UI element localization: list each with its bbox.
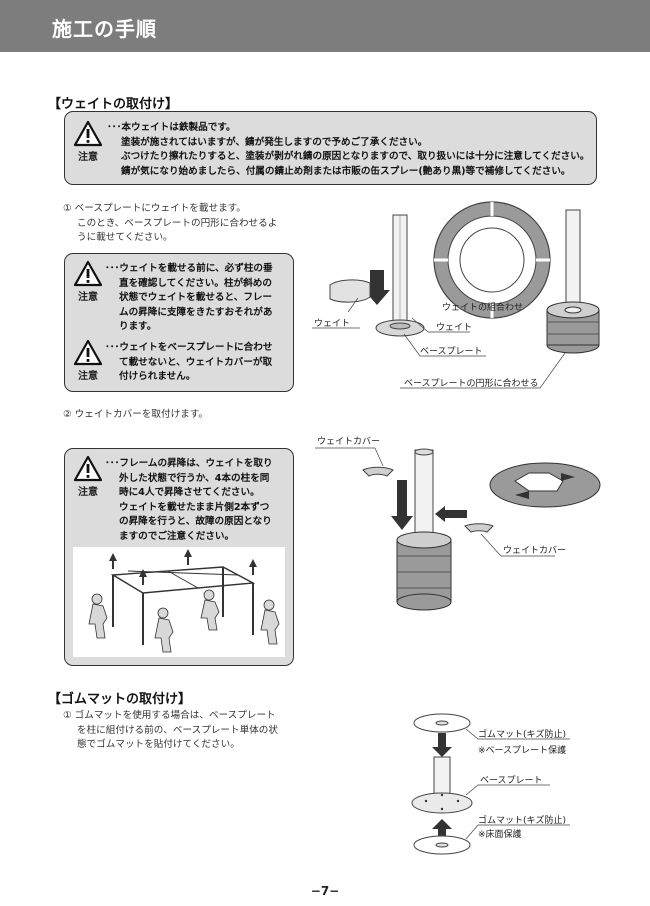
caution-line: 時に4人で昇降させてください。 [119, 487, 260, 498]
caution-line: ります。 [119, 321, 157, 332]
label-rubber-mat-bottom-note: ※床面保護 [478, 828, 522, 840]
step-line: ① ベースプレートにウェイトを載せます。 [63, 203, 246, 214]
page-header-bar: 施工の手順 [0, 0, 650, 52]
caution-text: ･･･本ウェイトは鉄製品です。 塗装が施されてはいますが、錆が発生しますので予め… [107, 121, 589, 179]
caution-line: 錆が気になり始めましたら、付属の錆止め剤または市販の缶スプレー(艶あり黒)等で補… [121, 165, 571, 177]
label-weight-2: ウェイト [436, 322, 472, 333]
label-weight: ウェイト [314, 318, 350, 329]
caution-label: 注意 [78, 152, 98, 163]
step-line: を柱に組付ける前の、ベースプレート単体の状 [77, 724, 278, 736]
section-title-rubber-mat: 【ゴムマットの取付け】 [48, 692, 192, 707]
label-weight-cover-top: ウェイトカバー [317, 436, 380, 447]
caution-line: 付けられません。 [119, 371, 196, 382]
caution-box-frame-lifting: 注意 ･･･フレームの昇降は、ウェイトを取り 外した状態で行うか、4本の柱を同 … [64, 448, 294, 666]
label-base-plate: ベースプレート [420, 346, 483, 357]
label-base-plate-mat: ベースプレート [480, 775, 543, 786]
page-number: −7− [310, 884, 340, 898]
caution-box-weight-placement: 注意 ･･･ウェイトを載せる前に、必ず柱の垂 直を確認してください。柱が斜めの … [64, 253, 294, 392]
step-line: このとき、ベースプレートの円形に合わせるよ [77, 217, 278, 229]
caution-line: ますのでご注意ください。 [119, 530, 235, 542]
label-align-circle: ベースプレートの円形に合わせる [404, 377, 539, 389]
label-rubber-mat-top: ゴムマット(キズ防止) [478, 728, 566, 740]
label-weight-cover-bottom: ウェイトカバー [503, 545, 566, 556]
page-title: 施工の手順 [52, 17, 157, 41]
warning-icon: 注意 [73, 455, 103, 498]
step-line: ① ゴムマットを使用する場合は、ベースプレート [63, 710, 276, 721]
caution-label: 注意 [78, 371, 98, 382]
warning-icon: 注意 [73, 120, 103, 163]
rubber-mat-step-text: ① ゴムマットを使用する場合は、ベースプレート を柱に組付ける前の、ベースプレー… [63, 709, 278, 753]
figure-rubber-mat: ゴムマット(キズ防止) ※ベースプレート保護 ベースプレート ゴムマット(キズ防… [411, 713, 570, 855]
figure-weight-installation: ウェイト ウェイト ベースプレート ウェイトの組合わせ ベースプレートの円形に合… [312, 201, 600, 389]
caution-line: ･･･ウェイトを載せる前に、必ず柱の垂 [105, 263, 273, 274]
caution-line: の昇降を行うと、故障の原因となり [119, 516, 272, 527]
caution-box-rust: 注意 ･･･本ウェイトは鉄製品です。 塗装が施されてはいますが、錆が発生しますの… [64, 111, 597, 185]
label-weight-combo: ウェイトの組合わせ [442, 301, 523, 313]
caution-line: ･･･フレームの昇降は、ウェイトを取り [105, 458, 273, 469]
caution-line: ･･･本ウェイトは鉄製品です。 [107, 122, 236, 133]
warning-icon: 注意 [73, 339, 103, 382]
caution-line: ぶつけたり擦れたりすると、塗装が剥がれ錆の原因となりますので、取り扱いには十分に… [121, 151, 590, 162]
label-rubber-mat-top-note: ※ベースプレート保護 [478, 744, 566, 756]
caution-label: 注意 [78, 487, 98, 498]
caution-line: 直を確認してください。柱が斜めの [119, 277, 272, 289]
step-line: うに載せてください。 [77, 232, 173, 243]
caution-text: ･･･フレームの昇降は、ウェイトを取り 外した状態で行うか、4本の柱を同 時に4… [105, 457, 273, 544]
caution-line: て載せないと、ウェイトカバーが取 [119, 356, 273, 368]
step-2-text: ② ウェイトカバーを取付けます。 [63, 409, 209, 420]
caution-line: 状態でウェイトを載せると、フレー [119, 292, 273, 303]
step-line: 態でゴムマットを貼付けてください。 [77, 739, 240, 750]
caution-line: ムの昇降に支障をきたすおそれがあ [119, 306, 273, 318]
caution-text: ･･･ウェイトをベースプレートに合わせ て載せないと、ウェイトカバーが取 付けら… [105, 341, 272, 385]
section-title-weight: 【ウェイトの取付け】 [48, 97, 179, 112]
caution-line: ウェイトを載せたまま片側2本ずつ [119, 501, 270, 513]
label-rubber-mat-bottom: ゴムマット(キズ防止) [478, 814, 566, 826]
caution-label: 注意 [78, 292, 98, 303]
illustration-four-people-lifting [73, 547, 285, 657]
step-1-text: ① ベースプレートにウェイトを載せます。 このとき、ベースプレートの円形に合わせ… [63, 202, 277, 246]
caution-line: ･･･ウェイトをベースプレートに合わせ [105, 342, 273, 353]
warning-icon: 注意 [73, 260, 103, 303]
caution-line: 塗装が施されてはいますが、錆が発生しますので予めご了承ください。 [121, 136, 428, 148]
caution-text: ･･･ウェイトを載せる前に、必ず柱の垂 直を確認してください。柱が斜めの 状態で… [105, 262, 273, 335]
figure-weight-cover: ウェイトカバー ウェイトカバー [315, 436, 601, 611]
caution-line: 外した状態で行うか、4本の柱を同 [119, 472, 270, 484]
